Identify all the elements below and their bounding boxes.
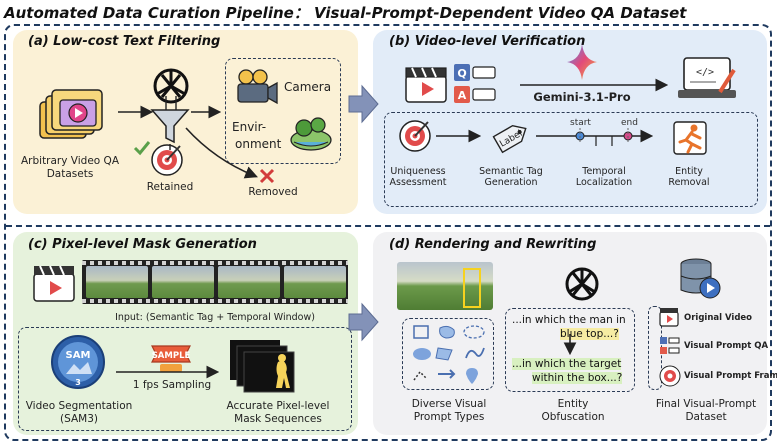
question-before-line2: blue top...? bbox=[560, 327, 619, 340]
step-semantic-tag: Semantic Tag Generation bbox=[479, 166, 543, 189]
a-letter: A bbox=[458, 89, 467, 102]
entity-obfuscation-label: Entity Obfuscation bbox=[541, 398, 605, 423]
step-uniqueness: Uniqueness Assessment bbox=[389, 166, 447, 189]
sam-logo-text: SAM bbox=[66, 350, 91, 361]
sample-stamp-icon: SAMPLE bbox=[151, 345, 191, 372]
gemini-star-icon bbox=[567, 44, 597, 80]
film-holes-top bbox=[82, 261, 348, 265]
film-frame bbox=[218, 266, 280, 298]
database-video-icon bbox=[680, 258, 721, 299]
input-caption: Input: (Semantic Tag + Temporal Window) bbox=[115, 312, 315, 323]
timeline-segments bbox=[595, 136, 613, 146]
qa-card-icon: Q A bbox=[454, 64, 496, 103]
clapper-input-icon bbox=[33, 265, 75, 302]
timeline-ticks bbox=[579, 128, 629, 143]
rendered-frame-photo bbox=[397, 262, 493, 310]
question-after-line2: within the box...? bbox=[532, 371, 623, 384]
c-to-d-arrow bbox=[348, 302, 379, 342]
prompt-types-box bbox=[402, 318, 494, 390]
figure-title: Automated Data Curation Pipeline： Visual… bbox=[4, 4, 687, 22]
retained-label: Retained bbox=[146, 181, 194, 193]
visual-prompt-frame-icon bbox=[659, 365, 681, 387]
row-separator bbox=[6, 225, 770, 227]
final-dataset-label: Final Visual-Prompt Dataset bbox=[655, 398, 757, 423]
visual-prompt-qa-icon bbox=[660, 337, 680, 354]
rewrite-box bbox=[505, 308, 635, 392]
removed-label: Removed bbox=[248, 186, 298, 198]
final-item-original-video: Original Video bbox=[684, 313, 753, 323]
outer-dashed-frame bbox=[4, 24, 772, 441]
source-datasets-label: Arbitrary Video QA Datasets bbox=[20, 155, 120, 180]
filmstrip bbox=[82, 260, 348, 304]
mask-sequences-label: Accurate Pixel-level Mask Sequences bbox=[226, 400, 330, 425]
panel-b-title: (b) Video-level Verification bbox=[389, 34, 586, 49]
cross-icon bbox=[259, 168, 275, 184]
running-person-icon bbox=[673, 121, 707, 155]
panel-a-title: (a) Low-cost Text Filtering bbox=[28, 34, 221, 49]
mask-generation-box bbox=[18, 327, 352, 431]
category-environment-line1: Envir- bbox=[232, 120, 267, 134]
a-to-b-arrow bbox=[348, 84, 379, 124]
sam3-logo-icon: SAM 3 bbox=[51, 335, 105, 389]
category-environment-line2: onment bbox=[235, 137, 282, 151]
start-label: start bbox=[570, 118, 591, 128]
svg-text:</>: </> bbox=[696, 67, 714, 78]
panel-d-title: (d) Rendering and Rewriting bbox=[389, 237, 597, 252]
check-icon bbox=[133, 141, 151, 156]
video-folder-stack-icon bbox=[39, 89, 103, 139]
film-holes-bottom bbox=[82, 299, 348, 303]
funnel-icon bbox=[150, 109, 190, 144]
prompt-types-label: Diverse Visual Prompt Types bbox=[411, 398, 487, 423]
openai-rewrite-icon bbox=[565, 267, 599, 301]
target-uniqueness-icon bbox=[399, 120, 431, 152]
label-tag-icon: Label bbox=[492, 124, 527, 154]
visual-prompt-shapes-icon bbox=[413, 325, 485, 384]
step-temporal-localization: Temporal Localization bbox=[575, 166, 633, 189]
category-box bbox=[225, 58, 341, 164]
sample-stamp-text: SAMPLE bbox=[152, 351, 191, 361]
film-frame bbox=[86, 266, 148, 298]
question-after-line1: ...in which the target bbox=[512, 358, 622, 370]
original-video-icon bbox=[659, 308, 679, 327]
end-label: end bbox=[621, 118, 638, 128]
film-frame bbox=[284, 266, 346, 298]
video-camera-icon bbox=[237, 69, 278, 105]
sampling-label: 1 fps Sampling bbox=[132, 379, 212, 391]
gemini-model-label: Gemini-3.1-Pro bbox=[533, 90, 631, 104]
video-segmentation-label: Video Segmentation (SAM3) bbox=[25, 400, 133, 425]
question-before-line1: ...in which the man in bbox=[512, 314, 626, 326]
clapper-video-icon bbox=[405, 67, 447, 103]
film-frame bbox=[152, 266, 214, 298]
mask-sequence-icon bbox=[230, 340, 295, 393]
laptop-code-icon: </> bbox=[678, 57, 736, 98]
llm-to-funnel-lines bbox=[165, 96, 177, 110]
environment-globe-icon bbox=[290, 117, 332, 151]
final-item-visual-prompt-frame: Visual Prompt Frame bbox=[684, 371, 777, 381]
category-camera: Camera bbox=[284, 80, 332, 94]
final-item-visual-prompt-qa: Visual Prompt QA bbox=[684, 341, 769, 351]
q-letter: Q bbox=[457, 67, 466, 80]
sam-version-text: 3 bbox=[75, 378, 81, 387]
step-entity-removal: Entity Removal bbox=[668, 166, 710, 189]
verification-steps-box bbox=[384, 112, 758, 207]
target-retained-icon bbox=[151, 144, 183, 176]
openai-logo-icon bbox=[153, 68, 189, 104]
visual-prompt-box bbox=[463, 268, 481, 308]
panel-c-title: (c) Pixel-level Mask Generation bbox=[28, 237, 257, 252]
filter-to-removed-arrow bbox=[185, 127, 258, 179]
